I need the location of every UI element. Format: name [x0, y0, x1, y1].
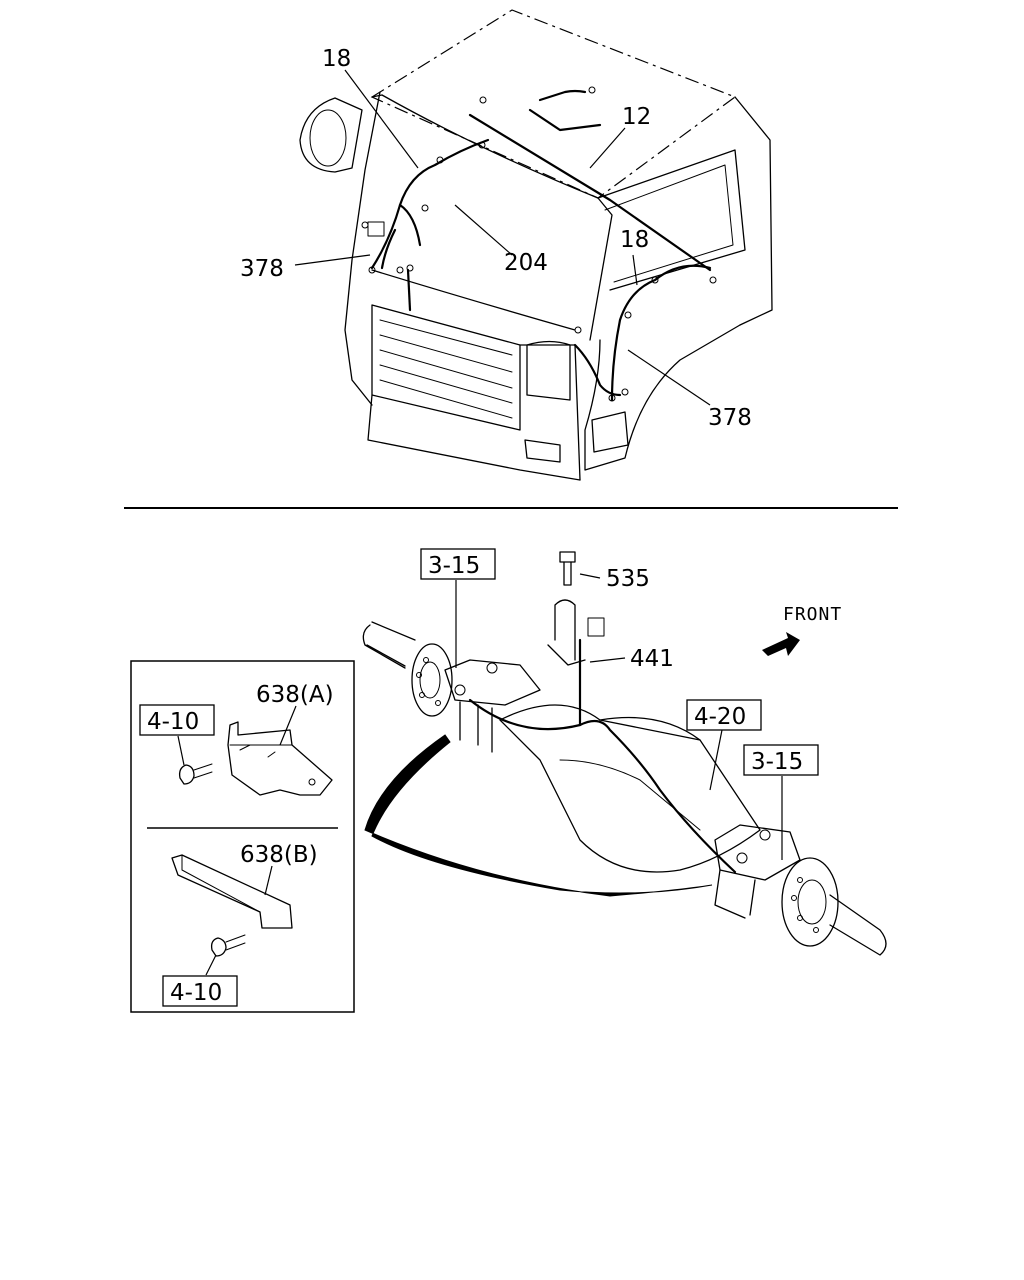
leader-378-right	[627, 349, 711, 406]
callout-378-left: 378	[240, 256, 284, 282]
ref-3-15-right: 3-15	[751, 749, 803, 775]
callout-12: 12	[622, 104, 651, 130]
ref-box-4-20	[686, 699, 762, 731]
leader-378-left	[294, 254, 371, 266]
callout-18-right: 18	[620, 227, 649, 253]
ref-box-3-15-top	[420, 548, 496, 580]
leader-4-20	[709, 729, 723, 791]
ref-box-4-10-top	[139, 704, 215, 736]
ref-box-4-10-bottom	[162, 975, 238, 1007]
leader-4-10-top	[177, 735, 185, 766]
callout-638-b: 638(B)	[240, 842, 318, 868]
leader-4-10-bottom	[205, 954, 217, 976]
callout-18-top: 18	[322, 46, 351, 72]
callout-535: 535	[606, 566, 650, 592]
ref-3-15-top: 3-15	[428, 553, 480, 579]
leader-12	[589, 127, 626, 169]
bracket-638-a	[178, 721, 333, 796]
ref-4-10-bottom: 4-10	[170, 980, 222, 1006]
callout-441: 441	[630, 646, 674, 672]
leader-638-a	[279, 705, 297, 746]
leader-441	[589, 657, 626, 663]
leader-535	[579, 573, 601, 579]
callout-204: 204	[504, 250, 548, 276]
ref-4-20: 4-20	[694, 704, 746, 730]
cab-illustration	[299, 9, 773, 481]
leader-18-top	[344, 69, 419, 169]
bracket-638-b	[171, 854, 293, 957]
callout-638-a: 638(A)	[256, 682, 334, 708]
ref-box-3-15-right	[743, 744, 819, 776]
leader-18-right	[632, 254, 638, 286]
axle-illustration	[362, 551, 887, 956]
leader-204	[454, 204, 513, 256]
front-arrow-icon	[762, 632, 800, 656]
front-label: FRONT	[783, 604, 842, 625]
leader-638-b	[264, 865, 273, 896]
ref-4-10-top: 4-10	[147, 709, 199, 735]
callout-378-right: 378	[708, 405, 752, 431]
